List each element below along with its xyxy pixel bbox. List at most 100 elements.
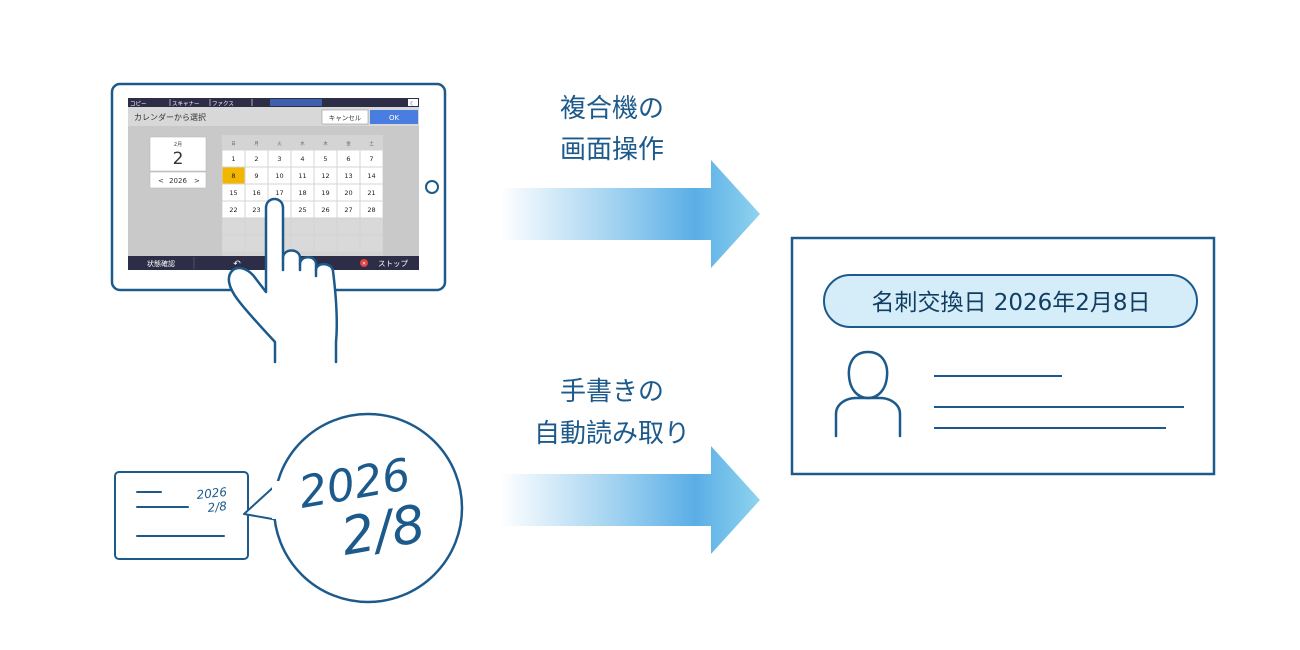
status-check-button[interactable]: 状態確認 <box>147 259 175 268</box>
calendar-day-cell[interactable] <box>360 167 383 184</box>
sleep-button[interactable] <box>408 99 418 106</box>
month-label: 2月 <box>174 142 182 148</box>
calendar-day-cell[interactable] <box>268 184 291 201</box>
calendar-day-label: 18 <box>298 189 306 197</box>
calendar-day-label: 27 <box>344 206 352 214</box>
calendar-day-cell[interactable] <box>337 167 360 184</box>
calendar-day-label: 28 <box>367 206 375 214</box>
date-display <box>149 136 207 172</box>
calendar-day-label: 3 <box>277 155 281 163</box>
stop-button[interactable]: ストップ <box>378 259 408 268</box>
back-icon[interactable]: ↶ <box>233 260 241 270</box>
calendar-day-cell[interactable] <box>222 150 245 167</box>
calendar-day-cell[interactable] <box>360 184 383 201</box>
calendar-day-cell[interactable] <box>222 201 245 218</box>
calendar-day-cell[interactable] <box>360 201 383 218</box>
arrow-screen-operation: 複合機の 画面操作 <box>500 94 760 268</box>
weekday-header: 日 <box>231 141 236 147</box>
calendar-day-label: 6 <box>346 155 350 163</box>
calendar-day-label: 15 <box>229 189 237 197</box>
calendar-day-cell[interactable] <box>314 150 337 167</box>
calendar-empty-cell <box>291 218 314 235</box>
tablet-home-button <box>425 180 439 194</box>
handwritten-small-date: 2/8 <box>207 499 228 515</box>
weekday-header: 土 <box>369 140 374 147</box>
year-selector <box>149 171 207 189</box>
moon-icon: ☾ <box>410 101 415 108</box>
calendar-day-cell[interactable] <box>314 201 337 218</box>
calendar-day-cell[interactable] <box>245 201 268 218</box>
magnifier-bubble: 2026 2/8 <box>243 412 464 604</box>
calendar-day-cell[interactable] <box>291 167 314 184</box>
calendar-day-label: 17 <box>275 189 283 197</box>
weekday-header: 木 <box>323 140 328 147</box>
tab-fax[interactable]: ファクス <box>212 101 234 108</box>
calendar-day-label: 5 <box>323 155 327 163</box>
calendar-day-cell[interactable] <box>314 184 337 201</box>
calendar-empty-cell <box>314 235 337 252</box>
weekday-header: 月 <box>254 141 259 147</box>
svg-text:✕: ✕ <box>362 261 366 267</box>
bubble-tail <box>243 482 279 521</box>
calendar-day-cell[interactable] <box>222 184 245 201</box>
weekday-header: 水 <box>300 140 305 147</box>
arrow-top-label-line2: 画面操作 <box>560 135 664 165</box>
tab-copy[interactable]: コピー <box>130 101 147 108</box>
arrow-top-label-line1: 複合機の <box>560 94 664 124</box>
year-value: 2026 <box>169 177 187 185</box>
calendar-day-cell[interactable] <box>337 201 360 218</box>
arrow-handwriting-recognition: 手書きの 自動読み取り <box>500 377 760 554</box>
calendar-day-cell[interactable] <box>291 201 314 218</box>
person-icon <box>834 350 902 438</box>
dialog-title: カレンダーから選択 <box>134 112 206 122</box>
handwritten-card: 2026 2/8 <box>114 471 249 560</box>
calendar-empty-cell <box>360 218 383 235</box>
calendar-empty-cell <box>337 218 360 235</box>
calendar-day-label: 8 <box>231 172 235 180</box>
calendar-day-cell[interactable] <box>337 150 360 167</box>
calendar-day-cell[interactable] <box>360 150 383 167</box>
calendar-day-label: 10 <box>275 172 283 180</box>
calendar-empty-cell <box>222 218 245 235</box>
calendar-day-cell[interactable] <box>245 184 268 201</box>
year-next-button[interactable]: > <box>194 177 200 185</box>
weekday-header: 金 <box>346 140 351 147</box>
cancel-button-label: キャンセル <box>329 114 362 122</box>
year-prev-button[interactable]: < <box>158 177 164 185</box>
handwritten-small-year: 2026 <box>196 485 228 502</box>
calendar-day-cell[interactable] <box>291 184 314 201</box>
calendar-day-label: 2 <box>254 155 258 163</box>
calendar-day-cell[interactable] <box>291 150 314 167</box>
calendar-empty-cell <box>245 235 268 252</box>
arrow-bottom-label-line1: 手書きの <box>560 377 664 407</box>
big-month-number: 2 <box>173 149 184 169</box>
tab-scanner[interactable]: スキャナー <box>172 101 200 108</box>
calendar-day-label: 13 <box>344 172 352 180</box>
calendar-day-cell[interactable] <box>268 167 291 184</box>
calendar-day-cell[interactable] <box>337 184 360 201</box>
calendar-day-label: 7 <box>369 155 373 163</box>
ok-button-label: OK <box>389 114 400 122</box>
calendar-day-label: 12 <box>321 172 329 180</box>
calendar-day-label: 1 <box>231 155 235 163</box>
pointing-hand-icon <box>227 197 339 364</box>
calendar-day-cell[interactable] <box>222 167 245 184</box>
ok-button[interactable] <box>370 110 418 124</box>
exchange-date-text: 名刺交換日 2026年2月8日 <box>871 290 1150 316</box>
calendar-day-label: 23 <box>252 206 260 214</box>
calendar-empty-cell <box>291 235 314 252</box>
cancel-button[interactable] <box>321 109 369 125</box>
calendar-day-cell[interactable] <box>245 167 268 184</box>
screen-tab-active-area <box>270 99 322 106</box>
calendar-day-label: 25 <box>298 206 306 214</box>
calendar-day-label: 19 <box>321 189 329 197</box>
calendar-day-cell[interactable] <box>314 167 337 184</box>
calendar-day-cell[interactable] <box>245 150 268 167</box>
calendar-empty-cell <box>314 218 337 235</box>
calendar-day-label: 4 <box>300 155 304 163</box>
calendar-empty-cell <box>360 235 383 252</box>
calendar-day-label: 14 <box>367 172 375 180</box>
calendar-day-cell[interactable] <box>268 150 291 167</box>
